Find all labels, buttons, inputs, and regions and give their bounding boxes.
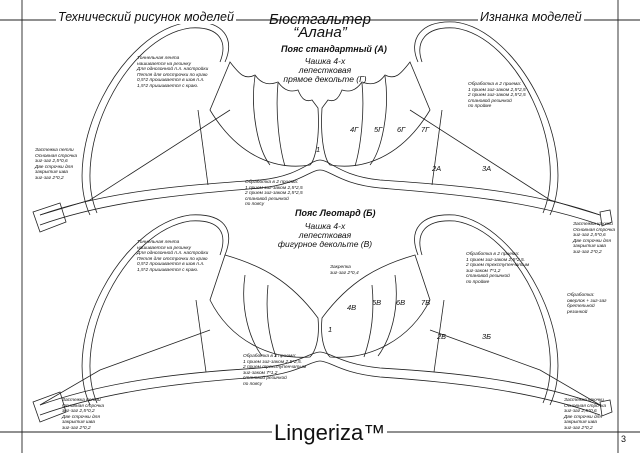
left-section-title: Технический рисунок моделей xyxy=(56,10,236,24)
cup-description-b: Чашка 4-х лепестковая фигурное декольте … xyxy=(270,222,380,249)
cup-desc-b-line1: Чашка 4-х xyxy=(304,221,346,231)
hook-closure-b xyxy=(599,399,613,417)
brand-logo: Lingeriza™ xyxy=(272,420,388,446)
cup-desc-b-line2: лепестковая xyxy=(298,230,352,240)
cup-description-a: Чашка 4-х лепестковая прямое декольте (Г… xyxy=(270,57,380,84)
piece-label: 2А xyxy=(432,164,442,173)
cup-desc-a-line2: лепестковая xyxy=(298,65,352,75)
note-armhole-b: Обработка в 2 приема: 1 прием зиг-заком … xyxy=(466,252,530,285)
piece-label: 6В xyxy=(396,298,406,307)
piece-label: 1 xyxy=(328,325,333,334)
piece-label: 5В xyxy=(372,298,382,307)
section-title-a: Пояс стандартный (А) xyxy=(281,44,387,54)
loop-closure-a xyxy=(32,202,67,233)
note-waist-b: Обработка в 2 приема: 1 прием зиг-заком … xyxy=(243,354,307,387)
piece-label: 1 xyxy=(316,145,321,154)
note-hook-closure-a: Застежка крючки Основная строчка зиг-заг… xyxy=(573,222,616,255)
cup-desc-b-line3: фигурное декольте (В) xyxy=(277,239,373,249)
piece-label: 4В xyxy=(347,303,357,312)
section-title-b: Пояс Леотард (Б) xyxy=(295,208,376,218)
piece-label: 4Г xyxy=(350,125,359,134)
piece-label: 7В xyxy=(421,298,431,307)
piece-label: 2Б xyxy=(437,332,447,341)
note-strap-tape-b: Тоннельная лента нашивается на резинку Д… xyxy=(137,240,209,273)
loop-closure-b xyxy=(32,391,67,423)
right-cup-b xyxy=(321,254,431,358)
left-cup-a xyxy=(209,61,319,167)
piece-label: 3Б xyxy=(482,332,492,341)
piece-label: 6Г xyxy=(397,125,406,134)
cup-desc-a-line1: Чашка 4-х xyxy=(304,56,346,66)
note-hook-closure-b: Застежка крючки Основная строчка зиг-заг… xyxy=(564,398,607,431)
page-number: 3 xyxy=(621,434,627,444)
left-strap-b xyxy=(81,214,229,406)
model-title-line1: Бюстгальтер xyxy=(269,11,371,28)
cup-desc-a-line3: прямое декольте (Г) xyxy=(283,74,367,84)
piece-label: 3А xyxy=(482,164,492,173)
left-cup-b xyxy=(209,254,319,358)
left-strap-a xyxy=(81,21,229,216)
piece-label: 5Г xyxy=(374,125,383,134)
note-loop-closure-a: Застежка петли Основная строчка зиг-заг … xyxy=(35,148,78,181)
piece-label: 7Г xyxy=(421,125,430,134)
bra-model-b xyxy=(32,214,613,423)
right-cup-a xyxy=(321,61,431,167)
note-loop-closure-b: Застежка петли Основная строчка зиг-заг … xyxy=(62,398,105,431)
note-edge-finish-b: Обработка: оверлок + зиг-заг бретельной … xyxy=(567,293,607,315)
note-armhole-a: Обработка в 2 приема: 1 прием зиг-заком … xyxy=(468,82,526,110)
note-waist-a: Обработка в 2 приема: 1 прием зиг-заком … xyxy=(245,180,303,208)
hook-closure-a xyxy=(599,209,613,227)
band-a xyxy=(39,159,601,216)
note-strap-tape-a: Тоннельная лента нашивается на резинку Д… xyxy=(137,56,209,89)
right-strap-a xyxy=(414,21,559,216)
right-section-title: Изнанка моделей xyxy=(478,10,584,24)
model-title: Бюстгальтер “Алана” xyxy=(268,11,372,41)
right-strap-b xyxy=(414,214,559,406)
band-b xyxy=(39,351,601,406)
note-bartack-b: Закрепка зиг-заг 2*0,4 xyxy=(330,265,359,276)
model-title-line2: “Алана” xyxy=(293,24,347,41)
bra-model-a xyxy=(32,21,613,233)
